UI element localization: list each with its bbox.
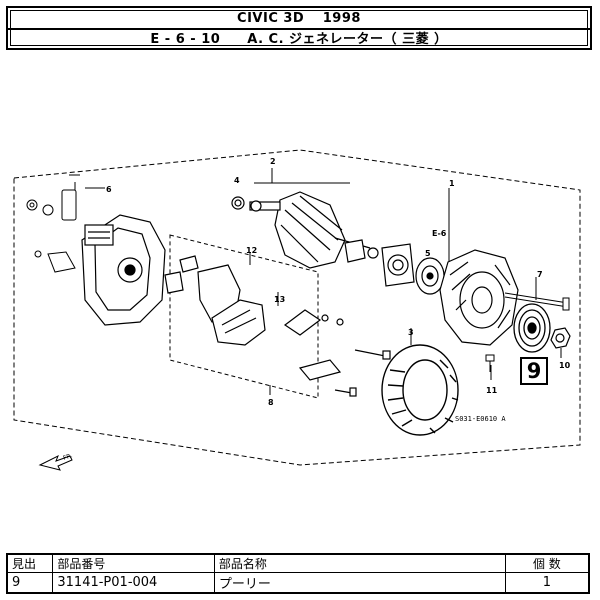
rear-housing xyxy=(81,214,166,326)
callout-13: 13 xyxy=(274,295,285,304)
bearing-group xyxy=(344,239,445,295)
callout-12: 12 xyxy=(246,246,257,255)
parts-table-header-row: 見出 部品番号 部品名称 個 数 xyxy=(6,553,590,573)
table-row[interactable]: 9 31141-P01-004 プーリー 1 xyxy=(6,572,590,593)
callout-5: 5 xyxy=(425,249,431,258)
callout-2: 2 xyxy=(270,157,276,166)
callout-1: 1 xyxy=(449,179,455,188)
ref-label-e6: E-6 xyxy=(432,229,447,238)
model-title: CIVIC 3D 1998 xyxy=(8,9,590,30)
callout-6: 6 xyxy=(106,185,112,194)
pulley-part-9 xyxy=(513,303,551,353)
group-bracket xyxy=(169,234,319,399)
drawing-code: S031-E0610 A xyxy=(455,415,506,423)
assembly-outline xyxy=(13,149,581,466)
callout-10: 10 xyxy=(559,361,571,370)
regulator-group xyxy=(164,255,391,397)
cell-quantity: 1 xyxy=(504,572,590,593)
cell-ref: 9 xyxy=(6,572,54,593)
screw-part-11 xyxy=(485,354,495,372)
header-part-number: 部品番号 xyxy=(52,553,215,573)
svg-text:FR.: FR. xyxy=(62,452,73,462)
callout-3: 3 xyxy=(408,328,414,337)
terminal-bracket xyxy=(34,250,76,273)
fr-arrow-icon: FR. xyxy=(38,452,74,471)
connector-part-6 xyxy=(26,174,80,221)
section-title: E - 6 - 10 A. C. ジェネレーター（ 三菱 ） xyxy=(150,32,448,47)
header-ref: 見出 xyxy=(6,553,54,573)
header-part-name: 部品名称 xyxy=(213,553,506,573)
cell-part-name: プーリー xyxy=(213,572,506,593)
callout-4: 4 xyxy=(234,176,240,185)
callout-11: 11 xyxy=(486,386,498,395)
bolt-part-7 xyxy=(504,292,570,311)
callout-9-highlight: 9 xyxy=(520,357,548,385)
parts-table: 見出 部品番号 部品名称 個 数 9 31141-P01-004 プーリー 1 xyxy=(6,553,590,594)
nut-part-10 xyxy=(550,327,571,349)
header-quantity: 個 数 xyxy=(504,553,590,573)
rotor-part-2 xyxy=(231,191,371,269)
callout-8: 8 xyxy=(268,398,274,407)
stator-part-3 xyxy=(381,344,459,436)
callout-7: 7 xyxy=(537,270,543,279)
front-housing xyxy=(439,249,519,346)
cell-part-number: 31141-P01-004 xyxy=(52,572,215,593)
